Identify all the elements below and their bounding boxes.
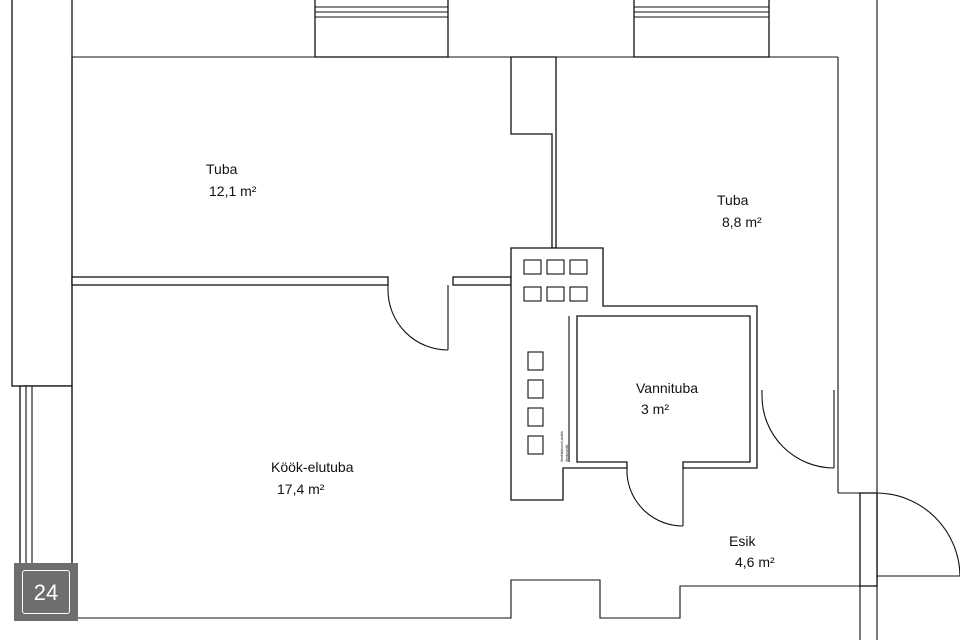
room-3-area: 3 m²	[641, 401, 669, 417]
entrance-door	[859, 492, 960, 587]
partition-room-living	[71, 276, 389, 286]
outer-wall-left	[11, 0, 73, 387]
room-5-name: Esik	[729, 533, 756, 549]
door-room-right	[761, 390, 835, 469]
window-top-right	[633, 0, 770, 58]
page-badge: 24	[14, 563, 78, 621]
utility-shaft	[510, 247, 758, 501]
shaft-note-1: Ventilatsiooni püstik	[560, 431, 564, 462]
window-top-left	[314, 0, 449, 58]
room-2-area: 8,8 m²	[722, 214, 762, 230]
door-bathroom	[626, 468, 684, 527]
room-3-name: Vannituba	[636, 380, 698, 396]
window-left-balcony	[19, 385, 73, 577]
badge-number: 24	[22, 570, 70, 614]
room-1-area: 12,1 m²	[209, 183, 257, 199]
partition-room-living-right	[452, 276, 512, 286]
room-1-name: Tuba	[206, 161, 238, 177]
room-4-area: 17,4 m²	[277, 481, 325, 497]
door-room-to-living	[387, 285, 449, 351]
partition-top-rooms	[510, 56, 557, 249]
room-2-name: Tuba	[717, 192, 749, 208]
shaft-note-2: Veetorustik	[565, 444, 569, 462]
room-4-name: Köök-elutuba	[271, 459, 354, 475]
vent-grid	[523, 259, 588, 455]
room-5-area: 4,6 m²	[735, 554, 775, 570]
